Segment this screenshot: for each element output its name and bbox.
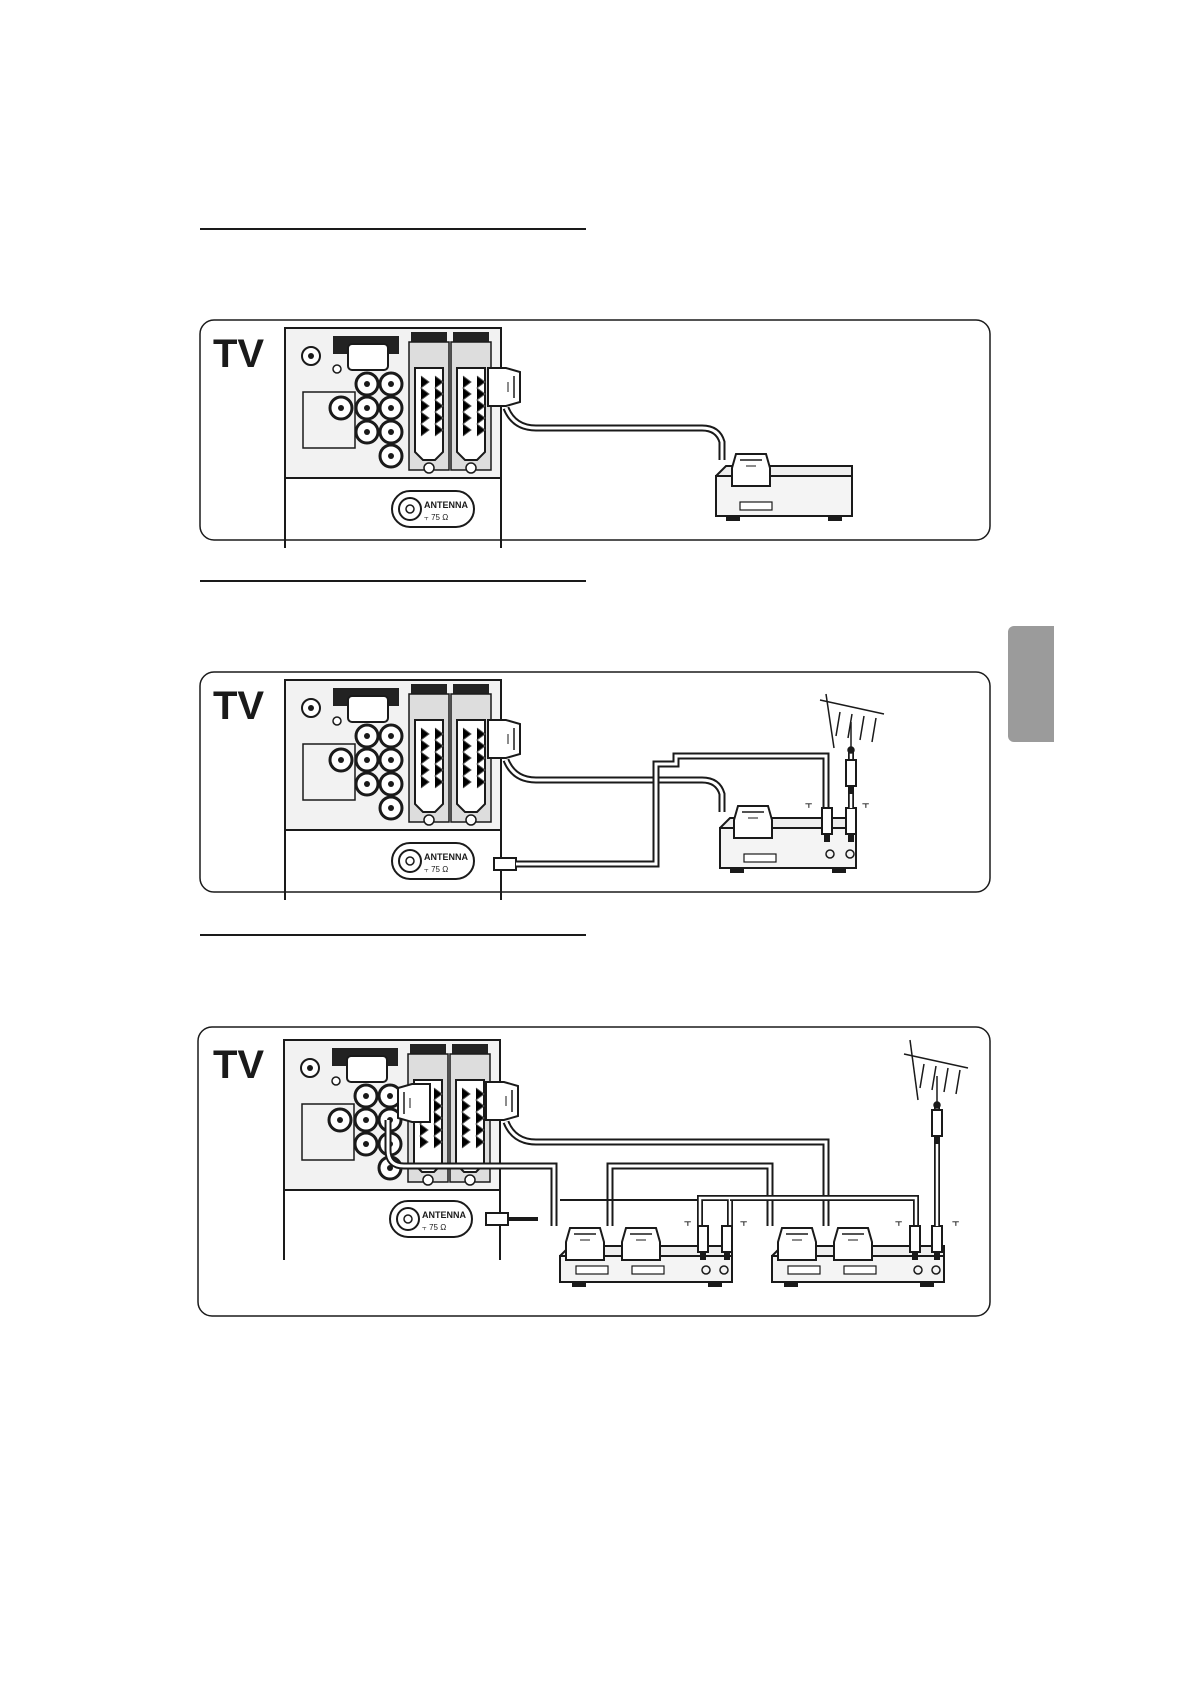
svg-text:⫟: ⫟ [862,797,869,811]
antenna-label: ANTENNA [424,500,468,510]
antenna-icon [819,693,885,754]
tv-label: TV [213,332,264,376]
section-rule-2 [200,580,586,582]
svg-text:⫟: ⫟ [895,1215,902,1229]
antenna-label: ANTENNA [422,1210,466,1220]
scart-plug-icon [733,805,773,839]
antenna-symbol: ⫟ 75 Ω [424,513,448,522]
language-tab[interactable] [1008,626,1054,742]
svg-text:⫟: ⫟ [740,1215,747,1229]
scart-plug-icon [731,453,771,487]
antenna-label: ANTENNA [424,852,468,862]
rf-socket-icon [825,849,835,859]
section-rule-3 [200,934,586,936]
scart-plug-icon [485,1081,519,1121]
panel-3: TV ANTENNA ⫟ 75 Ω [197,1026,991,1317]
tv-label: TV [213,1043,264,1087]
scart-plug-icon [487,367,521,407]
antenna-symbol: ⫟ 75 Ω [422,1223,446,1232]
scart-plug-icon [487,719,521,759]
svg-text:⫟: ⫟ [952,1215,959,1229]
antenna-symbol: ⫟ 75 Ω [424,865,448,874]
rf-socket-icon [845,849,855,859]
tv-label: TV [213,684,264,728]
coax-plug-icon [485,1212,509,1226]
svg-text:⫟: ⫟ [805,797,812,811]
coax-plug-icon [493,857,517,871]
section-rule-1 [200,228,586,230]
panel-2: TV ANTENNA ⫟ 75 Ω [199,671,991,902]
scart-plug-icon [397,1083,431,1123]
panel-1: TV ANTENNA ⫟ 75 Ω [199,319,991,550]
antenna-icon [903,1039,969,1109]
svg-text:⫟: ⫟ [684,1215,691,1229]
